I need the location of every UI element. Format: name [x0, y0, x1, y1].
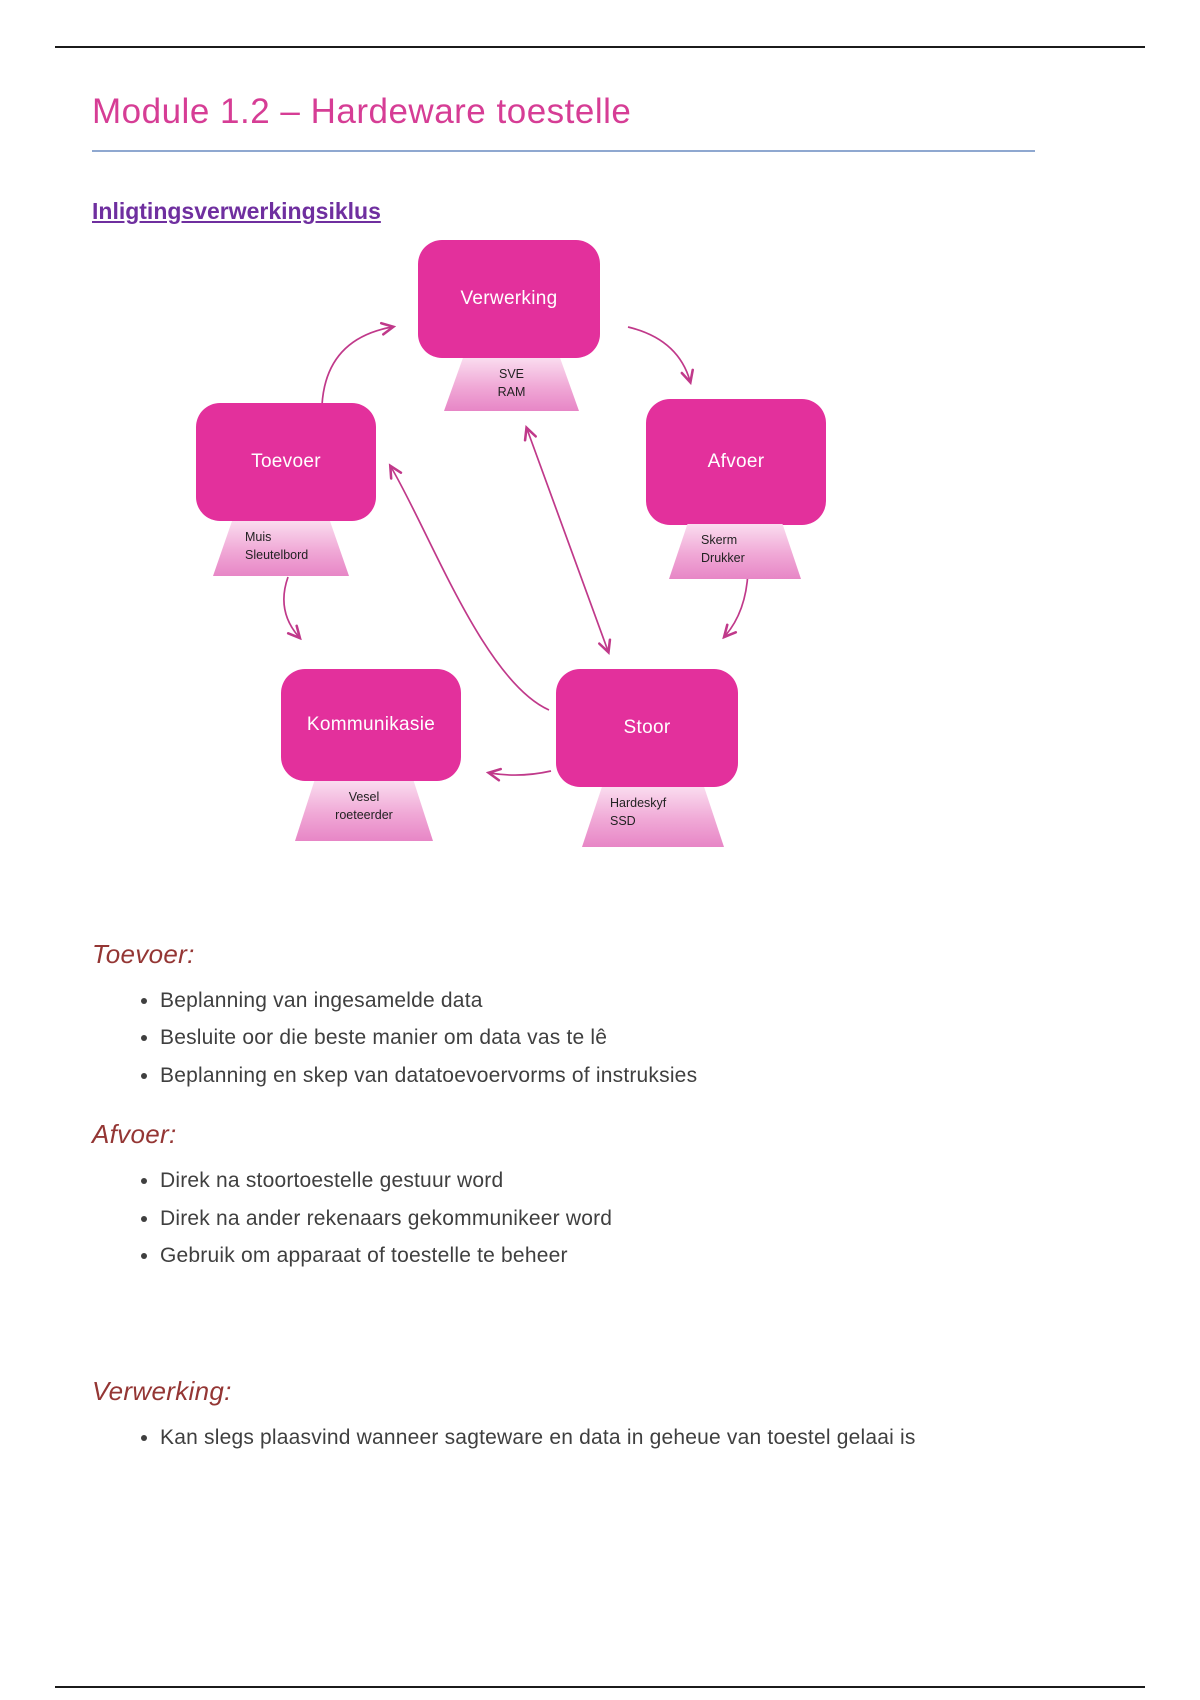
bullet-item: Gebruik om apparaat of toestelle te behe… [160, 1241, 1000, 1271]
trapezoid-afvoer-devices: Skerm Drukker [669, 524, 801, 579]
section-verwerking-heading: Verwerking: [92, 1375, 232, 1406]
device-label: Hardeskyf [610, 796, 667, 810]
arrow-stoor-to-kommunikasie [490, 771, 552, 775]
device-label: Sleutelbord [245, 548, 309, 563]
device-label: RAM [497, 385, 526, 400]
device-label: roeteerder [335, 808, 393, 823]
arrow-toevoer-to-verwerking [321, 327, 392, 406]
node-verwerking: Verwerking [418, 240, 600, 358]
node-afvoer-label: Afvoer [707, 451, 765, 472]
device-label: SSD [610, 814, 636, 829]
device-label: Vesel [348, 790, 380, 804]
bottom-page-rule [55, 1686, 1145, 1688]
heading-inligtingsverwerkingsiklus: Inligtingsverwerkingsiklus [92, 198, 381, 224]
bullet-item: Besluite oor die beste manier om data va… [160, 1023, 1000, 1053]
arrow-toevoer-to-kommunikasie [283, 576, 299, 637]
section-afvoer: Afvoer: Direk na stoortoestelle gestuur … [92, 1119, 1108, 1271]
bullet-item: Direk na ander rekenaars gekommunikeer w… [160, 1204, 1000, 1234]
information-processing-cycle-diagram: Verwerking SVE RAM Toevoer Muis Sleutelb… [92, 233, 1108, 895]
node-stoor: Stoor [556, 669, 738, 787]
trapezoid-verwerking-devices: SVE RAM [444, 358, 579, 411]
title-underline [92, 150, 1035, 152]
trapezoid-toevoer-devices: Muis Sleutelbord [213, 521, 349, 576]
arrow-verwerking-to-afvoer [627, 326, 690, 381]
section-toevoer: Toevoer: Beplanning van ingesamelde data… [92, 939, 1108, 1091]
page-content: Module 1.2 – Hardeware toestelle Inligti… [0, 0, 1200, 1453]
section-afvoer-heading: Afvoer: [92, 1119, 177, 1150]
bullet-item: Beplanning van ingesamelde data [160, 986, 1000, 1016]
node-verwerking-label: Verwerking [460, 288, 558, 309]
section-verwerking: Verwerking: Kan slegs plaasvind wanneer … [92, 1376, 1108, 1453]
node-kommunikasie-label: Kommunikasie [306, 714, 436, 735]
document-page: Module 1.2 – Hardeware toestelle Inligti… [0, 0, 1200, 1453]
node-kommunikasie: Kommunikasie [281, 669, 461, 781]
bullet-item: Kan slegs plaasvind wanneer sagteware en… [160, 1423, 1000, 1453]
bullet-item: Beplanning en skep van datatoevoervorms … [160, 1061, 1000, 1091]
top-page-rule [55, 46, 1145, 48]
page-title: Module 1.2 – Hardeware toestelle [92, 92, 632, 131]
section-verwerking-bullets: Kan slegs plaasvind wanneer sagteware en… [92, 1423, 1108, 1453]
device-label: Drukker [701, 551, 745, 566]
section-afvoer-bullets: Direk na stoortoestelle gestuur word Dir… [92, 1166, 1108, 1271]
node-afvoer: Afvoer [646, 399, 826, 525]
node-toevoer-label: Toevoer [251, 451, 321, 472]
section-toevoer-bullets: Beplanning van ingesamelde data Besluite… [92, 986, 1108, 1091]
device-label: Muis [245, 530, 272, 544]
section-toevoer-heading: Toevoer: [92, 939, 195, 969]
trapezoid-stoor-devices: Hardeskyf SSD [582, 787, 724, 847]
arrow-verwerking-stoor-double [527, 429, 608, 651]
device-label: SVE [498, 367, 524, 381]
node-stoor-label: Stoor [623, 717, 671, 738]
node-toevoer: Toevoer [196, 403, 376, 521]
bullet-item: Direk na stoortoestelle gestuur word [160, 1166, 1000, 1196]
arrow-afvoer-to-stoor [725, 571, 749, 636]
device-label: Skerm [701, 533, 738, 547]
trapezoid-kommunikasie-devices: Vesel roeteerder [295, 781, 433, 841]
